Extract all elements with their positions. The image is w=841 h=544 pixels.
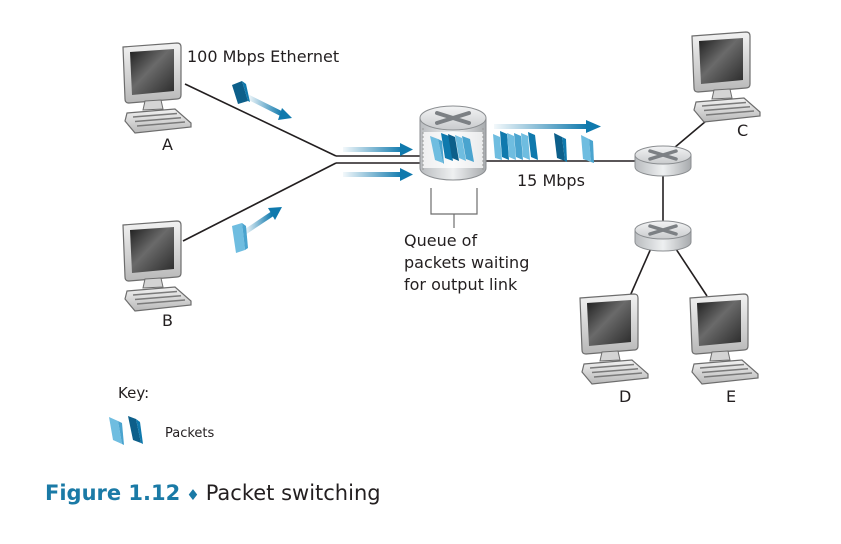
caption-separator-icon: ♦ [186, 486, 200, 504]
arrow-head-icon [400, 143, 413, 156]
host-b-label: B [162, 311, 173, 330]
output-arrow [494, 124, 588, 129]
computer-e-icon [689, 293, 759, 385]
input-arrow-bottom [343, 172, 403, 177]
link-a-switch [184, 83, 337, 157]
link-router-e [673, 245, 708, 297]
links [182, 83, 713, 297]
figure-caption: Figure 1.12 ♦ Packet switching [45, 481, 381, 505]
key-packet-light-icon [109, 417, 122, 444]
queued-packet [462, 136, 474, 162]
queued-packet [441, 133, 453, 161]
output-link-label: 15 Mbps [517, 171, 585, 190]
link-b-switch [182, 162, 337, 242]
packet-b-in-transit [232, 207, 282, 253]
host-d-label: D [619, 387, 632, 406]
input-arrow-top [343, 147, 403, 152]
input-arrows [343, 143, 413, 181]
arrow-head-icon [586, 120, 601, 133]
computer-c-icon [691, 31, 761, 123]
output-packet [581, 135, 591, 162]
output-packet [514, 133, 523, 160]
arrow-head-icon [400, 168, 413, 181]
key-packet-icons [109, 416, 143, 445]
computer-b-icon [122, 220, 192, 312]
output-packet [521, 133, 530, 160]
link-router-d [629, 245, 653, 297]
packet-switch [419, 105, 487, 181]
computer-d-icon [579, 293, 649, 385]
output-packets [493, 120, 601, 163]
key-packets-label: Packets [165, 426, 215, 441]
queued-packet [448, 134, 459, 161]
queued-packet [430, 136, 443, 163]
queue-bracket [430, 188, 478, 228]
arrow-head-icon [268, 207, 282, 220]
figure-title: Packet switching [205, 481, 381, 505]
router-right-icon [633, 144, 693, 178]
ethernet-link-label: 100 Mbps Ethernet [187, 47, 340, 66]
switch-x-icon [435, 111, 471, 125]
output-packet [528, 132, 538, 160]
key-title: Key: [118, 384, 150, 402]
arrow-head-icon [278, 108, 292, 120]
router-lower-icon [633, 219, 693, 253]
output-packet [554, 133, 565, 161]
packet-a-in-transit [232, 81, 292, 120]
key-packet-dark-icon [128, 416, 141, 443]
output-packet [493, 134, 502, 160]
queued-packets [430, 133, 474, 164]
computer-a-icon [122, 42, 192, 134]
queued-packet [455, 135, 466, 161]
host-a-label: A [162, 135, 173, 154]
figure-number: Figure 1.12 [45, 481, 181, 505]
queue-label: Queue of packets waiting for output link [404, 231, 530, 294]
host-e-label: E [726, 387, 737, 406]
output-packet [500, 131, 509, 160]
host-c-label: C [737, 121, 749, 140]
output-packet [507, 133, 516, 160]
